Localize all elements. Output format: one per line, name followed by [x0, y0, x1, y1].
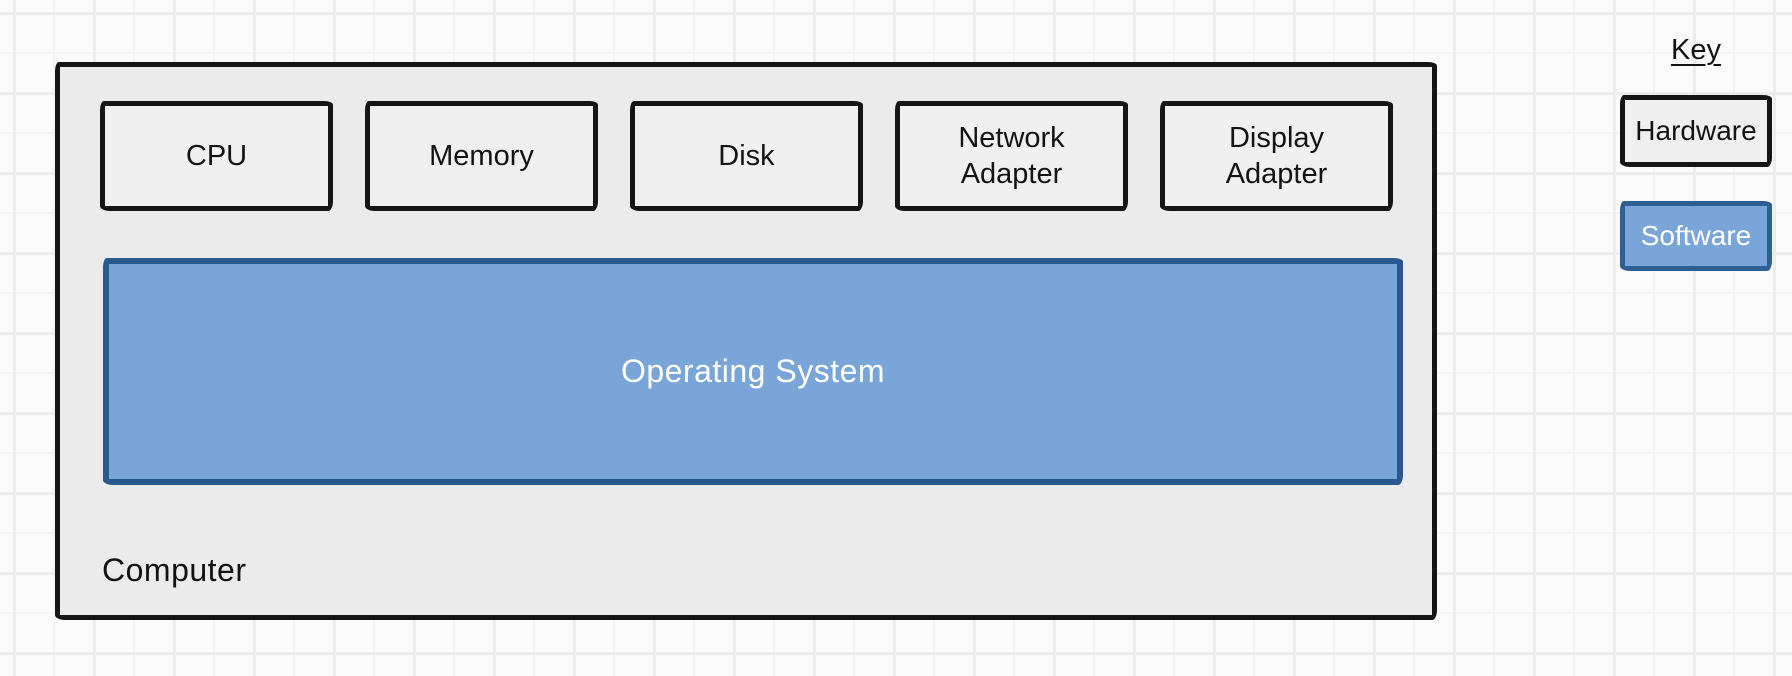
hardware-row: CPU Memory Disk Network Adapter Display … — [100, 101, 1393, 211]
computer-label: Computer — [102, 552, 247, 588]
key-legend: Key Hardware Software — [1616, 34, 1776, 271]
hardware-box-display-adapter: Display Adapter — [1160, 101, 1393, 211]
key-title: Key — [1671, 34, 1721, 66]
hardware-box-memory: Memory — [365, 101, 598, 211]
hardware-box-cpu-label: CPU — [185, 139, 248, 172]
hardware-box-cpu: CPU — [100, 101, 333, 211]
computer-container: CPU Memory Disk Network Adapter Display … — [55, 62, 1437, 620]
key-swatch-hardware: Hardware — [1620, 95, 1772, 167]
hardware-box-network-adapter-label: Network Adapter — [958, 121, 1065, 190]
software-box-operating-system-label: Operating System — [620, 353, 886, 389]
hardware-box-memory-label: Memory — [429, 139, 534, 172]
key-swatch-software-label: Software — [1640, 220, 1752, 251]
hardware-box-disk-label: Disk — [718, 139, 775, 172]
software-box-operating-system: Operating System — [103, 258, 1403, 485]
key-swatch-software: Software — [1620, 201, 1772, 271]
key-swatch-hardware-label: Hardware — [1635, 115, 1757, 146]
hardware-box-display-adapter-label: Display Adapter — [1225, 121, 1328, 190]
hardware-box-disk: Disk — [630, 101, 863, 211]
hardware-box-network-adapter: Network Adapter — [895, 101, 1128, 211]
